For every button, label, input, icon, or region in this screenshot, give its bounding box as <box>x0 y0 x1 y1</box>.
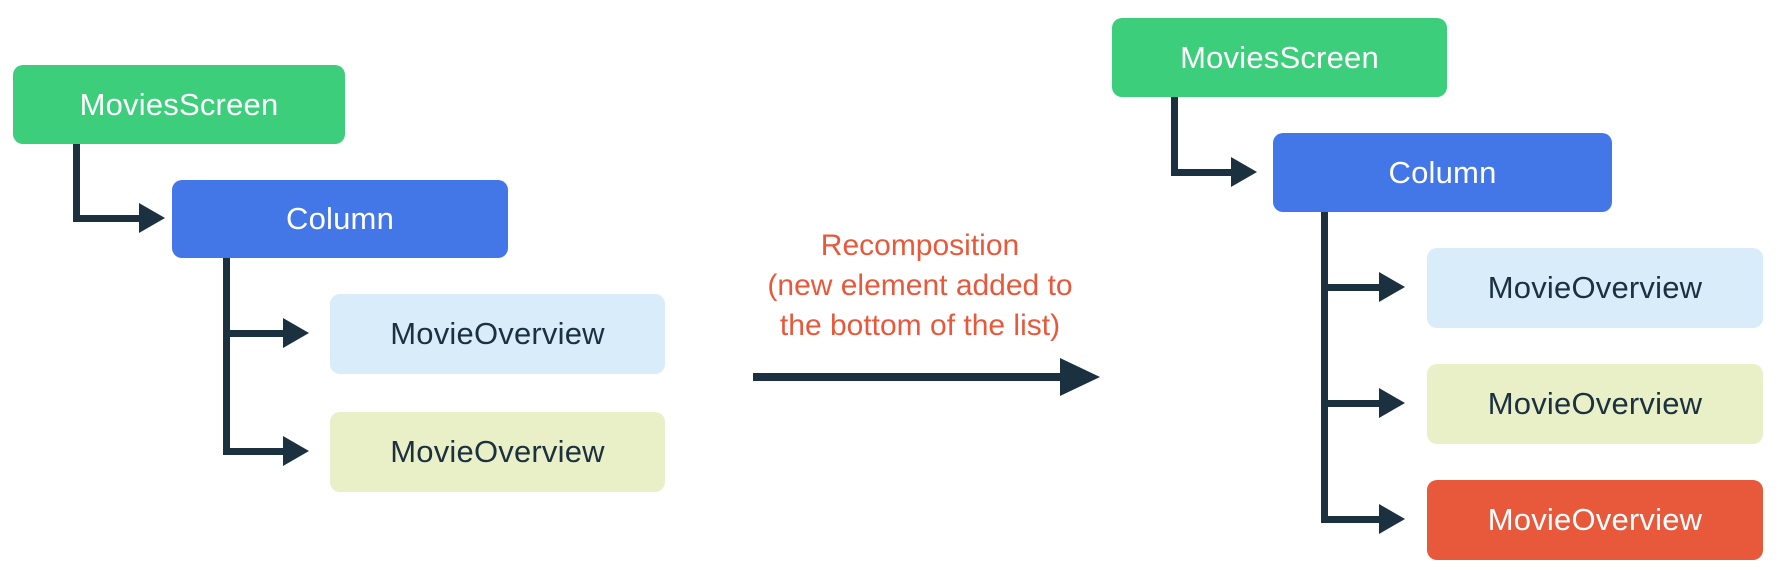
left-tree-node-movieoverview-1: MovieOverview <box>330 294 665 374</box>
arrow-right-icon <box>139 203 165 233</box>
right-tree-node-moviesscreen: MoviesScreen <box>1112 18 1447 97</box>
arrow-right-icon <box>1379 388 1405 418</box>
left-connector-moviesscreen-vertical <box>73 144 80 222</box>
left-tree-node-moviesscreen: MoviesScreen <box>13 65 345 144</box>
right-connector-column-vertical <box>1321 212 1328 523</box>
left-connector-moviesscreen-horizontal <box>73 215 141 222</box>
right-connector-moviesscreen-vertical <box>1171 97 1178 176</box>
left-tree-node-movieoverview-2: MovieOverview <box>330 412 665 492</box>
recomposition-caption: Recomposition (new element added to the … <box>640 226 1200 346</box>
arrow-right-icon <box>1231 157 1257 187</box>
right-tree-node-column: Column <box>1273 133 1612 212</box>
caption-line-3: the bottom of the list) <box>779 309 1061 342</box>
left-connector-column-vertical <box>223 258 230 455</box>
right-tree-node-movieoverview-2: MovieOverview <box>1427 364 1763 444</box>
arrow-right-icon <box>283 436 309 466</box>
transition-arrow-shaft <box>753 373 1063 381</box>
arrow-right-icon <box>1379 504 1405 534</box>
left-connector-branch-2 <box>223 448 285 455</box>
left-tree-node-column: Column <box>172 180 508 258</box>
right-connector-branch-1 <box>1321 284 1381 291</box>
right-tree-node-movieoverview-new: MovieOverview <box>1427 480 1763 560</box>
right-connector-branch-3 <box>1321 516 1381 523</box>
arrow-right-icon <box>283 318 309 348</box>
arrow-right-icon <box>1060 358 1100 396</box>
right-connector-moviesscreen-horizontal <box>1171 169 1235 176</box>
arrow-right-icon <box>1379 272 1405 302</box>
right-tree-node-movieoverview-1: MovieOverview <box>1427 248 1763 328</box>
caption-line-1: Recomposition <box>820 229 1020 262</box>
right-connector-branch-2 <box>1321 400 1381 407</box>
left-connector-branch-1 <box>223 330 285 337</box>
caption-line-2: (new element added to <box>767 269 1073 302</box>
